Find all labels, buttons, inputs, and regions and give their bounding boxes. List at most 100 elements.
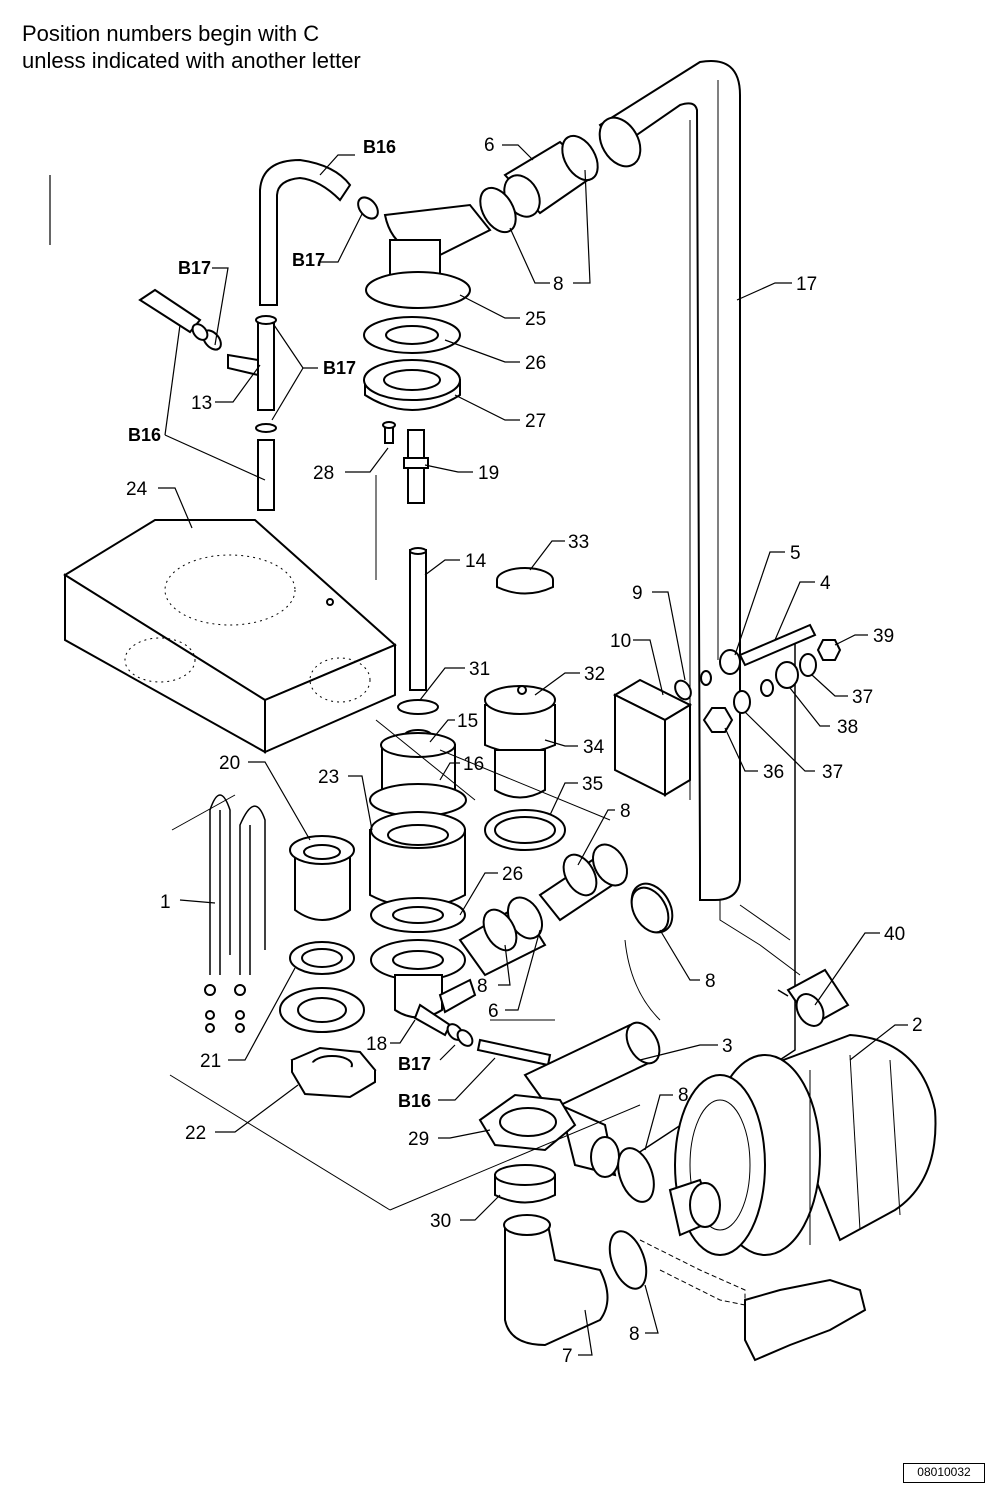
part-17-riser-pipe <box>598 60 801 1166</box>
part-B16-lower-hose <box>257 439 275 511</box>
part-2-pump-motor <box>668 1033 937 1256</box>
part-8-upper-clamps <box>479 134 599 234</box>
part-24-cover-box <box>63 519 397 754</box>
label-19: 19 <box>478 463 499 484</box>
part-37-38-washers <box>733 653 817 714</box>
label-35: 35 <box>582 774 603 795</box>
label-B16-bottom: B16 <box>398 1091 431 1111</box>
label-3: 3 <box>722 1036 733 1057</box>
part-33-cap <box>496 567 554 595</box>
part-B16-mid-hose <box>476 1038 552 1067</box>
part-B16-upper-hose <box>259 158 379 306</box>
label-8-mid: 8 <box>620 801 631 822</box>
part-10-level-switch <box>612 678 693 797</box>
label-B17-top: B17 <box>292 250 325 270</box>
part-35-seal-ring <box>484 809 566 851</box>
label-8-right: 8 <box>705 971 716 992</box>
label-37-upper: 37 <box>852 687 873 708</box>
label-34: 34 <box>583 737 605 758</box>
label-8-pump-bottom: 8 <box>629 1324 640 1345</box>
label-30: 30 <box>430 1211 451 1232</box>
assembly-lines <box>169 475 661 1211</box>
part-8-pump-clamps <box>608 886 670 1290</box>
part-26-upper-gasket <box>363 316 461 354</box>
label-B17-left: B17 <box>178 258 211 278</box>
label-22: 22 <box>185 1123 206 1144</box>
label-23: 23 <box>318 767 339 788</box>
label-24: 24 <box>126 479 148 500</box>
label-39: 39 <box>873 626 894 647</box>
label-10: 10 <box>610 631 631 652</box>
label-16: 16 <box>463 754 484 775</box>
label-27: 27 <box>525 411 546 432</box>
part-27-base-flange <box>363 359 461 411</box>
part-26-lower-gasket <box>370 897 466 933</box>
label-21: 21 <box>200 1051 221 1072</box>
label-7: 7 <box>562 1346 573 1367</box>
part-31-washer <box>397 699 439 715</box>
part-32-float-valve <box>484 685 556 799</box>
part-23-housing <box>369 811 466 909</box>
label-31: 31 <box>469 659 490 680</box>
label-38: 38 <box>837 717 858 738</box>
label-18: 18 <box>366 1034 387 1055</box>
part-36-nut <box>702 707 734 733</box>
part-21-gaskets <box>279 941 365 1033</box>
callouts: B16 B17 6 8 17 25 26 27 B17 B17 13 <box>126 135 923 1367</box>
part-40-capacitor <box>777 968 850 1027</box>
label-6-lower: 6 <box>488 1001 499 1022</box>
part-22-hex-nut <box>290 1046 377 1099</box>
label-14: 14 <box>465 551 487 572</box>
part-28-screw <box>382 421 396 444</box>
note-line-1: Position numbers begin with C <box>22 21 320 46</box>
part-B16-left-hose <box>138 288 222 351</box>
label-20: 20 <box>219 753 240 774</box>
label-26-upper: 26 <box>525 353 546 374</box>
label-32: 32 <box>584 664 605 685</box>
part-39-nut <box>816 639 842 661</box>
label-29: 29 <box>408 1129 429 1150</box>
part-16-bearing-housing <box>369 732 467 817</box>
label-25: 25 <box>525 309 546 330</box>
part-19-pin <box>403 429 429 504</box>
label-2: 2 <box>912 1015 923 1036</box>
drawing-number: 08010032 <box>903 1463 985 1483</box>
part-4-rod <box>738 623 817 667</box>
part-1-heating-element <box>204 794 266 1033</box>
pump-mount-bracket <box>639 1239 867 1362</box>
label-17: 17 <box>796 274 817 295</box>
part-7-elbow-hose <box>503 1214 609 1347</box>
part-18-lower-fitting <box>370 939 477 1047</box>
label-15: 15 <box>457 711 478 732</box>
label-8-left: 8 <box>477 976 488 997</box>
label-5: 5 <box>790 543 801 564</box>
label-9: 9 <box>632 583 643 604</box>
label-37-lower: 37 <box>822 762 843 783</box>
label-B16-left: B16 <box>128 425 161 445</box>
label-B16-top: B16 <box>363 137 396 157</box>
label-26-lower: 26 <box>502 864 523 885</box>
label-33: 33 <box>568 532 589 553</box>
part-25-flange-elbow <box>365 203 492 309</box>
label-13: 13 <box>191 393 212 414</box>
part-30-clamp <box>494 1164 556 1204</box>
label-B17-bottom: B17 <box>398 1054 431 1074</box>
label-1: 1 <box>160 892 171 913</box>
part-3-pump-pipe <box>523 1021 661 1178</box>
label-6-upper: 6 <box>484 135 495 156</box>
part-20-drain-cup <box>289 835 355 921</box>
part-29-hex-nut <box>478 1093 577 1152</box>
label-36: 36 <box>763 762 784 783</box>
label-40: 40 <box>884 924 905 945</box>
part-13-t-piece <box>227 315 277 433</box>
part-14-rod <box>409 547 427 691</box>
label-B17-right: B17 <box>323 358 356 378</box>
label-28: 28 <box>313 463 334 484</box>
label-8-pump-top: 8 <box>678 1085 689 1106</box>
instruction-note: Position numbers begin with C unless ind… <box>22 20 361 74</box>
label-8-upper: 8 <box>553 274 564 295</box>
label-4: 4 <box>820 573 831 594</box>
part-6-lower-sleeve <box>458 843 629 977</box>
part-5-nut <box>719 649 741 675</box>
